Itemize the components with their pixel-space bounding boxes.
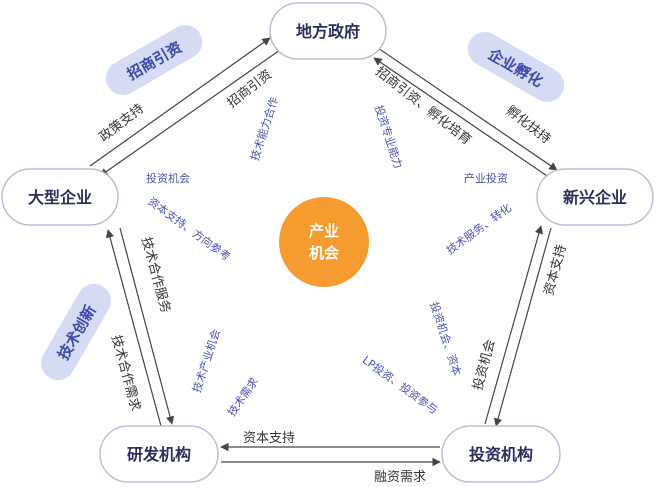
category-pill-attract: 招商引资 — [105, 25, 203, 95]
inner-label-capital-dir: 资本支持、方向参考 — [145, 194, 233, 264]
node-gov: 地方政府 — [269, 2, 387, 60]
center-opportunity: 产业 机会 — [279, 197, 369, 287]
arrow-inv-to-new — [484, 225, 543, 425]
arrow-gov-to-big — [99, 49, 281, 177]
node-label-gov: 地方政府 — [296, 22, 360, 41]
arrow-rnd-to-big — [105, 229, 162, 427]
node-label-rnd: 研发机构 — [127, 445, 191, 464]
inner-label-tech-industry: 技术产业机会 — [189, 327, 223, 394]
edge-label-inv-to-new: 投资机会 — [470, 338, 499, 392]
edge-label-new-to-gov: 孵化扶持 — [503, 103, 553, 147]
inner-label-lp-invest: LP投资、投资参与 — [360, 353, 441, 417]
edge-label-new-to-inv: 资本支持 — [542, 243, 570, 297]
node-inv: 投资机构 — [441, 425, 561, 483]
center-label-line2: 机会 — [309, 244, 339, 262]
edges — [89, 37, 558, 467]
category-pill-incubate: 企业孵化 — [467, 32, 565, 102]
inner-label-invest-opp: 投资机会 — [146, 171, 190, 185]
edge-label-rnd-to-big: 技术合作需求 — [108, 333, 143, 412]
edge-label-inv-to-rnd: 资本支持 — [243, 431, 295, 446]
arrow-big-to-rnd — [119, 227, 175, 425]
inner-label-industry-invest: 产业投资 — [464, 171, 508, 185]
arrow-new-to-inv — [493, 227, 552, 427]
arrow-gov-to-new — [377, 47, 558, 171]
edge-label-big-to-gov: 政策支持 — [96, 101, 147, 146]
category-pill-tech: 技术创新 — [41, 283, 111, 381]
inner-label-invest-pro: 投资专业能力 — [372, 103, 406, 170]
edge-label-rnd-to-inv: 融资需求 — [374, 470, 426, 485]
arrow-new-to-gov — [373, 57, 554, 181]
node-new: 新兴企业 — [536, 168, 654, 226]
inner-label-tech-cap-coop: 技术能力合作 — [247, 95, 281, 162]
node-label-big: 大型企业 — [28, 188, 92, 207]
node-rnd: 研发机构 — [99, 425, 219, 483]
inner-label-tech-demand: 技术需求 — [225, 375, 261, 418]
edge-label-big-to-rnd: 技术合作服务 — [138, 235, 174, 314]
arrow-big-to-gov — [89, 37, 271, 167]
inner-label-tech-service: 技术服务、转化 — [443, 200, 514, 257]
node-big: 大型企业 — [1, 168, 119, 226]
node-label-inv: 投资机构 — [469, 445, 533, 464]
center-label-line1: 产业 — [309, 222, 339, 240]
inner-label-invest-capital: 投资机会、资本 — [427, 300, 464, 378]
node-label-new: 新兴企业 — [563, 188, 627, 207]
